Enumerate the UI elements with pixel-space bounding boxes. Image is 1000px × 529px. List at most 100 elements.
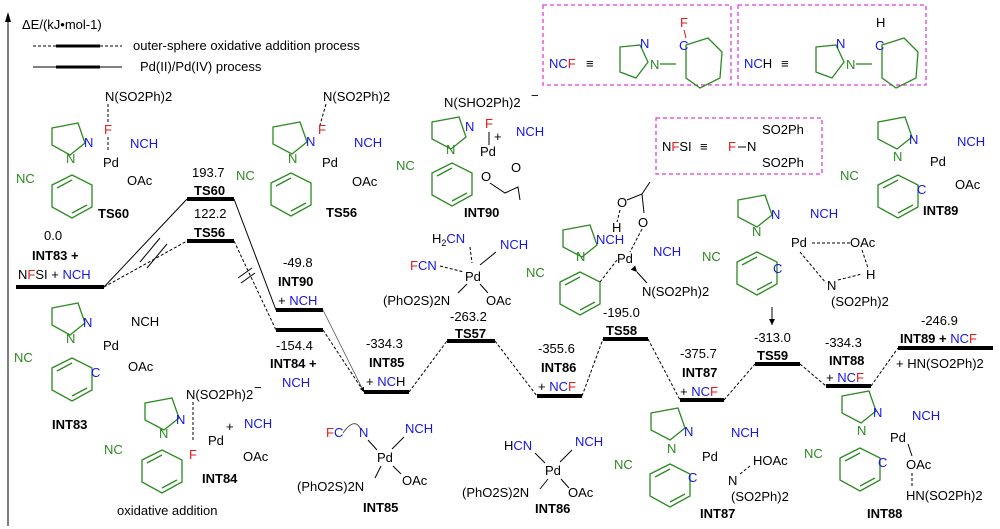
svg-text:N: N bbox=[66, 151, 75, 166]
svg-text:TS58: TS58 bbox=[606, 323, 637, 338]
svg-text:OAc: OAc bbox=[243, 449, 269, 464]
svg-text:H: H bbox=[612, 220, 621, 235]
svg-text:C: C bbox=[875, 38, 884, 53]
svg-text:FCN: FCN bbox=[410, 258, 437, 273]
svg-text:N: N bbox=[446, 142, 455, 157]
svg-text:NC: NC bbox=[16, 171, 35, 186]
svg-text:N: N bbox=[857, 423, 866, 438]
svg-text:(PhO2S)2N: (PhO2S)2N bbox=[383, 293, 450, 308]
y-axis-arrow-icon bbox=[5, 12, 11, 22]
svg-text:NCH: NCH bbox=[596, 232, 624, 247]
svg-text:TS59: TS59 bbox=[757, 348, 788, 363]
svg-text:INT83 +: INT83 + bbox=[32, 248, 79, 263]
svg-text:N: N bbox=[159, 426, 168, 441]
energy-INT89: -246.9 bbox=[921, 313, 958, 328]
energy-TS59: -313.0 bbox=[754, 330, 791, 345]
svg-text:N: N bbox=[83, 315, 92, 330]
svg-text:NC: NC bbox=[702, 249, 721, 264]
svg-text:Pd: Pd bbox=[617, 251, 633, 266]
svg-text:NCH: NCH bbox=[130, 136, 158, 151]
svg-text:Pd: Pd bbox=[465, 269, 481, 284]
energy-TS60: 193.7 bbox=[192, 165, 225, 180]
svg-text:+ NCF: + NCF bbox=[826, 370, 864, 385]
svg-text:≡: ≡ bbox=[700, 139, 708, 154]
svg-text:NCH: NCH bbox=[912, 408, 940, 423]
svg-text:N: N bbox=[846, 57, 855, 72]
svg-text:INT88: INT88 bbox=[829, 353, 864, 368]
svg-text:≡: ≡ bbox=[586, 56, 594, 71]
svg-text:(PhO2S)2N: (PhO2S)2N bbox=[297, 479, 364, 494]
connectors bbox=[103, 198, 899, 401]
svg-text:N(SHO2Ph)2: N(SHO2Ph)2 bbox=[444, 95, 521, 110]
svg-text:N: N bbox=[84, 135, 93, 150]
svg-text:+ NCH: + NCH bbox=[278, 293, 317, 308]
svg-text:INT86: INT86 bbox=[541, 360, 576, 375]
svg-text:N: N bbox=[66, 331, 75, 346]
svg-text:N: N bbox=[359, 425, 368, 440]
svg-text:O: O bbox=[511, 160, 521, 175]
energy-INT90: -49.8 bbox=[283, 255, 313, 270]
svg-text:(SO2Ph)2: (SO2Ph)2 bbox=[731, 489, 789, 504]
structure-INT87: N N Pd NCH HOAc N (SO2Ph)2 C NC INT87 bbox=[614, 407, 789, 521]
energy-TS56: 122.2 bbox=[194, 206, 227, 221]
svg-text:NC: NC bbox=[614, 457, 633, 472]
svg-text:Pd: Pd bbox=[702, 449, 718, 464]
svg-text:N: N bbox=[893, 149, 902, 164]
svg-text:Pd: Pd bbox=[103, 338, 119, 353]
svg-text:OAc: OAc bbox=[128, 359, 154, 374]
svg-text:−: − bbox=[254, 380, 262, 395]
svg-text:NC: NC bbox=[804, 446, 823, 461]
svg-text:+ NCF: + NCF bbox=[538, 379, 576, 394]
svg-text:N: N bbox=[909, 132, 918, 147]
svg-text:NCH: NCH bbox=[516, 124, 544, 139]
svg-text:C: C bbox=[878, 455, 887, 470]
svg-text:H: H bbox=[866, 267, 875, 282]
svg-text:INT85: INT85 bbox=[363, 500, 398, 515]
svg-text:TS56: TS56 bbox=[194, 225, 225, 240]
svg-text:NC: NC bbox=[526, 265, 545, 280]
svg-text:C: C bbox=[917, 182, 926, 197]
svg-text:N: N bbox=[836, 36, 845, 51]
svg-text:NCH: NCH bbox=[744, 56, 772, 71]
energy-INT88: -334.3 bbox=[825, 335, 862, 350]
svg-text:Pd: Pd bbox=[890, 430, 906, 445]
structure-INT83: N N Pd NCH OAc C NC INT83 bbox=[14, 302, 159, 432]
svg-text:H2CN: H2CN bbox=[432, 231, 465, 248]
svg-text:NCH: NCH bbox=[731, 425, 759, 440]
svg-text:INT89 + NCF: INT89 + NCF bbox=[900, 331, 977, 346]
structure-INT84: N(SO2Ph)2 − N N Pd + NCH OAc F NC INT84 … bbox=[104, 380, 272, 518]
svg-text:NCH: NCH bbox=[131, 314, 159, 329]
structure-TS59: N N Pd NCH OAc H N (SO2Ph)2 C NC bbox=[702, 194, 889, 325]
svg-text:oxidative addition: oxidative addition bbox=[117, 503, 217, 518]
svg-text:OAc: OAc bbox=[352, 174, 378, 189]
svg-text:OAc: OAc bbox=[906, 457, 932, 472]
definition-nch: NCH ≡ N N C H bbox=[737, 4, 927, 89]
svg-text:NCH: NCH bbox=[282, 375, 310, 390]
svg-text:N: N bbox=[465, 119, 474, 134]
legend-solid-label: Pd(II)/Pd(IV) process bbox=[140, 59, 262, 74]
svg-text:N: N bbox=[827, 278, 836, 293]
svg-text:C: C bbox=[773, 261, 782, 276]
energy-TS57: -263.2 bbox=[450, 309, 487, 324]
svg-text:OAc: OAc bbox=[486, 293, 512, 308]
structure-TS58: O O H NCH N Pd NCH N(SO2Ph)2 NC bbox=[526, 181, 709, 316]
svg-text:NFSI: NFSI bbox=[662, 139, 692, 154]
svg-text:INT85: INT85 bbox=[369, 355, 404, 370]
svg-text:SO2Ph: SO2Ph bbox=[762, 122, 804, 137]
structure-INT90: N(SHO2Ph)2 − F + N N Pd NCH O O NC INT90 bbox=[396, 88, 544, 220]
svg-text:NCH: NCH bbox=[575, 434, 603, 449]
energy-levels bbox=[16, 197, 993, 402]
svg-text:+ HN(SO2Ph)2: + HN(SO2Ph)2 bbox=[896, 356, 984, 371]
svg-text:−: − bbox=[531, 88, 539, 103]
svg-text:+ NCF: + NCF bbox=[680, 384, 718, 399]
svg-text:F: F bbox=[728, 139, 736, 154]
energy-INT85: -334.3 bbox=[366, 336, 403, 351]
structure-INT88: N N Pd NCH OAc HN(SO2Ph)2 C NC INT88 bbox=[804, 390, 983, 521]
svg-text:NCH: NCH bbox=[405, 421, 433, 436]
svg-text:INT89: INT89 bbox=[923, 203, 958, 218]
energy-INT86: -355.6 bbox=[538, 341, 575, 356]
svg-text:N: N bbox=[684, 424, 693, 439]
axis-label: ΔE/(kJ•mol-1) bbox=[22, 17, 102, 32]
svg-text:INT87: INT87 bbox=[700, 506, 735, 521]
